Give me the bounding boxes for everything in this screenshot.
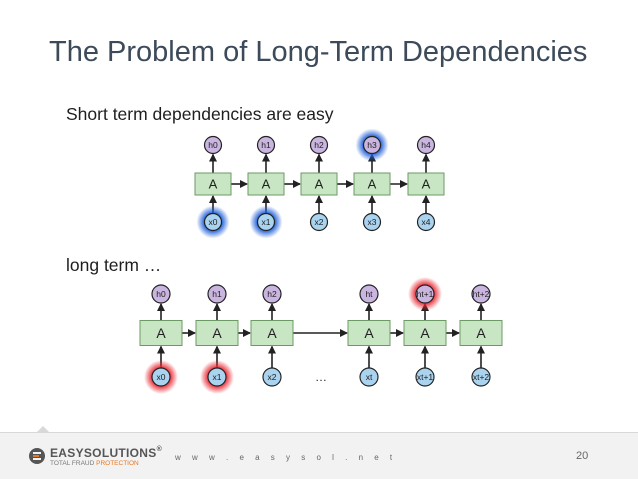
output-node-label: ht+1 xyxy=(417,289,434,299)
footer-bar xyxy=(0,432,638,479)
logo-text: EASYSOLUTIONS® xyxy=(50,446,163,460)
slide-title: The Problem of Long-Term Dependencies xyxy=(49,36,588,68)
input-node-label: x1 xyxy=(213,372,222,382)
rnn-cell xyxy=(250,320,294,346)
input-node-label: x0 xyxy=(157,372,166,382)
output-node-label: h0 xyxy=(208,140,218,150)
rnn-cell xyxy=(247,172,285,196)
output-node-label: h1 xyxy=(212,289,222,299)
output-node-label: h0 xyxy=(156,289,166,299)
rnn-cell-label: A xyxy=(262,177,271,192)
output-node-label: h1 xyxy=(261,140,271,150)
input-node-label: xt xyxy=(366,372,373,382)
rnn-cell xyxy=(407,172,445,196)
input-node-label: x0 xyxy=(209,217,218,227)
short-term-heading: Short term dependencies are easy xyxy=(66,104,334,124)
ellipsis: … xyxy=(315,370,327,384)
output-node xyxy=(359,284,379,304)
input-node-label: x1 xyxy=(262,217,271,227)
output-node xyxy=(262,284,282,304)
output-node-label: ht+2 xyxy=(473,289,490,299)
input-node-label: x3 xyxy=(368,217,377,227)
input-node-label: xt+2 xyxy=(473,372,490,382)
output-node xyxy=(415,284,435,304)
output-node-label: h3 xyxy=(367,140,377,150)
input-node xyxy=(471,367,491,387)
output-node xyxy=(151,284,171,304)
rnn-cell xyxy=(459,320,503,346)
input-node-label: x2 xyxy=(268,372,277,382)
long-term-heading: long term … xyxy=(66,255,162,275)
output-node xyxy=(256,135,276,155)
output-node xyxy=(471,284,491,304)
logo-tagline: TOTAL FRAUD PROTECTION xyxy=(50,460,139,467)
rnn-cell-label: A xyxy=(364,325,374,341)
output-node-label: ht xyxy=(365,289,373,299)
input-node xyxy=(262,367,282,387)
rnn-cell xyxy=(347,320,391,346)
rnn-cell-label: A xyxy=(422,177,431,192)
input-node xyxy=(151,367,171,387)
output-node-label: h2 xyxy=(267,289,277,299)
input-node xyxy=(309,212,329,232)
rnn-cell-label: A xyxy=(209,177,218,192)
input-node xyxy=(416,212,436,232)
rnn-cell xyxy=(195,320,239,346)
rnn-cell-label: A xyxy=(368,177,377,192)
rnn-cell xyxy=(300,172,338,196)
rnn-cell-label: A xyxy=(476,325,486,341)
input-node xyxy=(359,367,379,387)
input-node xyxy=(362,212,382,232)
input-node-label: x2 xyxy=(315,217,324,227)
input-node xyxy=(256,212,276,232)
website-url: w w w . e a s y s o l . n e t xyxy=(175,453,397,462)
rnn-cell xyxy=(139,320,183,346)
output-node-label: h2 xyxy=(314,140,324,150)
easysolutions-logo-icon xyxy=(29,448,45,464)
rnn-cell-label: A xyxy=(156,325,166,341)
input-node xyxy=(203,212,223,232)
output-node xyxy=(362,135,382,155)
rnn-cell-label: A xyxy=(420,325,430,341)
input-node-label: xt+1 xyxy=(417,372,434,382)
page-number: 20 xyxy=(576,450,589,462)
rnn-cell xyxy=(403,320,447,346)
output-node xyxy=(203,135,223,155)
output-node-label: h4 xyxy=(421,140,431,150)
rnn-cell xyxy=(194,172,232,196)
rnn-cell-label: A xyxy=(212,325,222,341)
output-node xyxy=(416,135,436,155)
input-node-label: x4 xyxy=(422,217,431,227)
input-node xyxy=(415,367,435,387)
footer-notch xyxy=(36,426,50,433)
output-node xyxy=(309,135,329,155)
rnn-cell-label: A xyxy=(315,177,324,192)
rnn-cell xyxy=(353,172,391,196)
output-node xyxy=(207,284,227,304)
input-node xyxy=(207,367,227,387)
rnn-cell-label: A xyxy=(267,325,277,341)
